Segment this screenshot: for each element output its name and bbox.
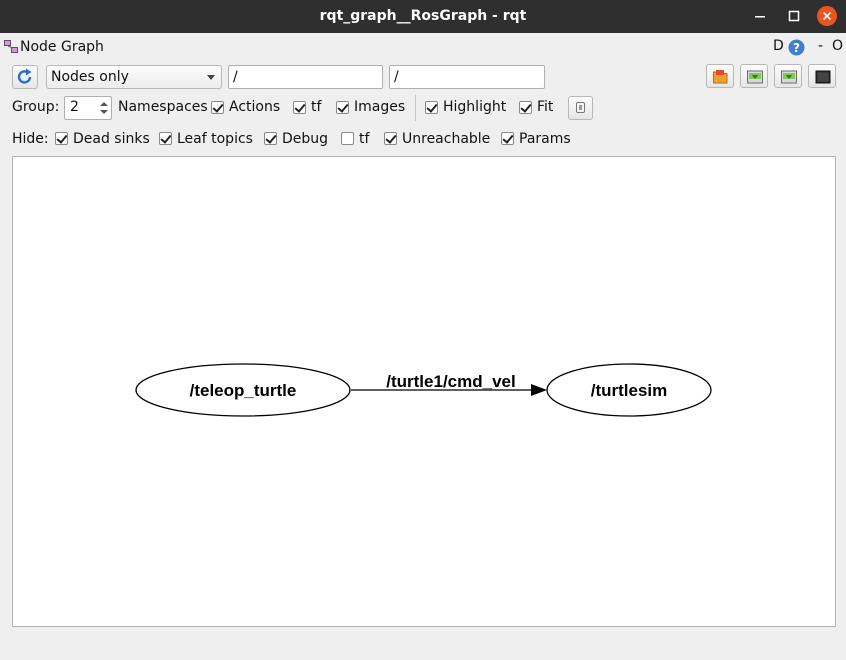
- plugin-header: Node Graph D ? - O: [0, 36, 846, 60]
- node-graph-icon: [4, 40, 18, 53]
- group-value: 2: [70, 99, 79, 115]
- plugin-title: Node Graph: [20, 39, 104, 55]
- group-spinbox[interactable]: 2: [64, 96, 112, 120]
- ros-graph[interactable]: /turtle1/cmd_vel /teleop_turtle /turtles…: [13, 157, 835, 626]
- graph-edge-arrowhead: [531, 384, 547, 396]
- namespace-filter-input[interactable]: [228, 65, 383, 89]
- graph-canvas[interactable]: /turtle1/cmd_vel /teleop_turtle /turtles…: [12, 156, 836, 627]
- minimize-button[interactable]: [750, 6, 770, 26]
- maximize-button[interactable]: [784, 6, 804, 26]
- hide-tf-label: tf: [359, 131, 370, 147]
- dead-sinks-label: Dead sinks: [73, 131, 150, 147]
- load-dot-button[interactable]: [706, 64, 734, 88]
- refresh-icon: [17, 68, 32, 84]
- unreachable-checkbox[interactable]: [384, 132, 397, 145]
- images-label: Images: [354, 99, 406, 115]
- view-mode-dropdown[interactable]: Nodes only: [46, 65, 222, 89]
- graph-node-teleop-turtle[interactable]: [135, 363, 351, 417]
- window-title: rqt_graph__RosGraph - rqt: [319, 8, 527, 24]
- dock-button[interactable]: D: [773, 38, 784, 54]
- save-svg-icon: [781, 70, 797, 84]
- save-dot-icon: [747, 70, 763, 84]
- close-plugin-button[interactable]: O: [832, 38, 844, 54]
- svg-text:?: ?: [793, 41, 800, 55]
- folder-open-icon: [713, 70, 728, 84]
- minimize-icon: [755, 16, 765, 18]
- options-row: Group: 2 Namespaces Actions tf Images Hi…: [0, 94, 846, 122]
- highlight-label: Highlight: [443, 99, 507, 115]
- toolbar-row: Nodes only: [0, 63, 846, 91]
- leaf-topics-label: Leaf topics: [177, 131, 253, 147]
- window-titlebar[interactable]: rqt_graph__RosGraph - rqt: [0, 0, 846, 33]
- chevron-down-icon: [207, 75, 215, 80]
- actions-checkbox[interactable]: [211, 101, 224, 114]
- unreachable-label: Unreachable: [402, 131, 491, 147]
- hide-tf-checkbox[interactable]: [341, 132, 354, 145]
- close-button[interactable]: [817, 6, 837, 26]
- graph-node-turtlesim[interactable]: [546, 363, 712, 417]
- hide-row: Hide: Dead sinks Leaf topics Debug tf Un…: [0, 126, 846, 152]
- highlight-checkbox[interactable]: [425, 101, 438, 114]
- minimize-plugin-button[interactable]: -: [818, 38, 824, 54]
- close-icon: [822, 11, 832, 21]
- chevron-down-icon[interactable]: [100, 110, 108, 114]
- images-checkbox[interactable]: [336, 101, 349, 114]
- topic-filter-input[interactable]: [389, 65, 545, 89]
- params-label: Params: [519, 131, 571, 147]
- debug-label: Debug: [282, 131, 329, 147]
- fit-checkbox[interactable]: [519, 101, 532, 114]
- image-icon: [815, 70, 831, 84]
- params-checkbox[interactable]: [501, 132, 514, 145]
- graph-edge-label[interactable]: /turtle1/cmd_vel: [386, 372, 515, 391]
- namespaces-label: Namespaces: [118, 99, 208, 115]
- graph-node-label[interactable]: /teleop_turtle: [190, 381, 297, 400]
- chevron-up-icon[interactable]: [100, 102, 108, 106]
- maximize-icon: [788, 10, 800, 22]
- tf-checkbox[interactable]: [293, 101, 306, 114]
- fit-label: Fit: [537, 99, 554, 115]
- fit-in-view-button[interactable]: [568, 96, 593, 120]
- tf-label: tf: [311, 99, 322, 115]
- save-svg-button[interactable]: [774, 64, 802, 88]
- leaf-topics-checkbox[interactable]: [159, 132, 172, 145]
- debug-checkbox[interactable]: [264, 132, 277, 145]
- view-mode-value: Nodes only: [51, 69, 129, 85]
- hide-label: Hide:: [12, 131, 49, 147]
- refresh-button[interactable]: [12, 65, 38, 89]
- save-dot-button[interactable]: [740, 64, 768, 88]
- toolbar-separator: [415, 95, 416, 121]
- dead-sinks-checkbox[interactable]: [55, 132, 68, 145]
- graph-node-label[interactable]: /turtlesim: [591, 381, 668, 400]
- help-icon[interactable]: ?: [788, 39, 805, 56]
- actions-label: Actions: [229, 99, 281, 115]
- save-image-button[interactable]: [808, 64, 836, 88]
- fit-view-icon: [576, 102, 585, 113]
- group-label: Group:: [12, 99, 60, 115]
